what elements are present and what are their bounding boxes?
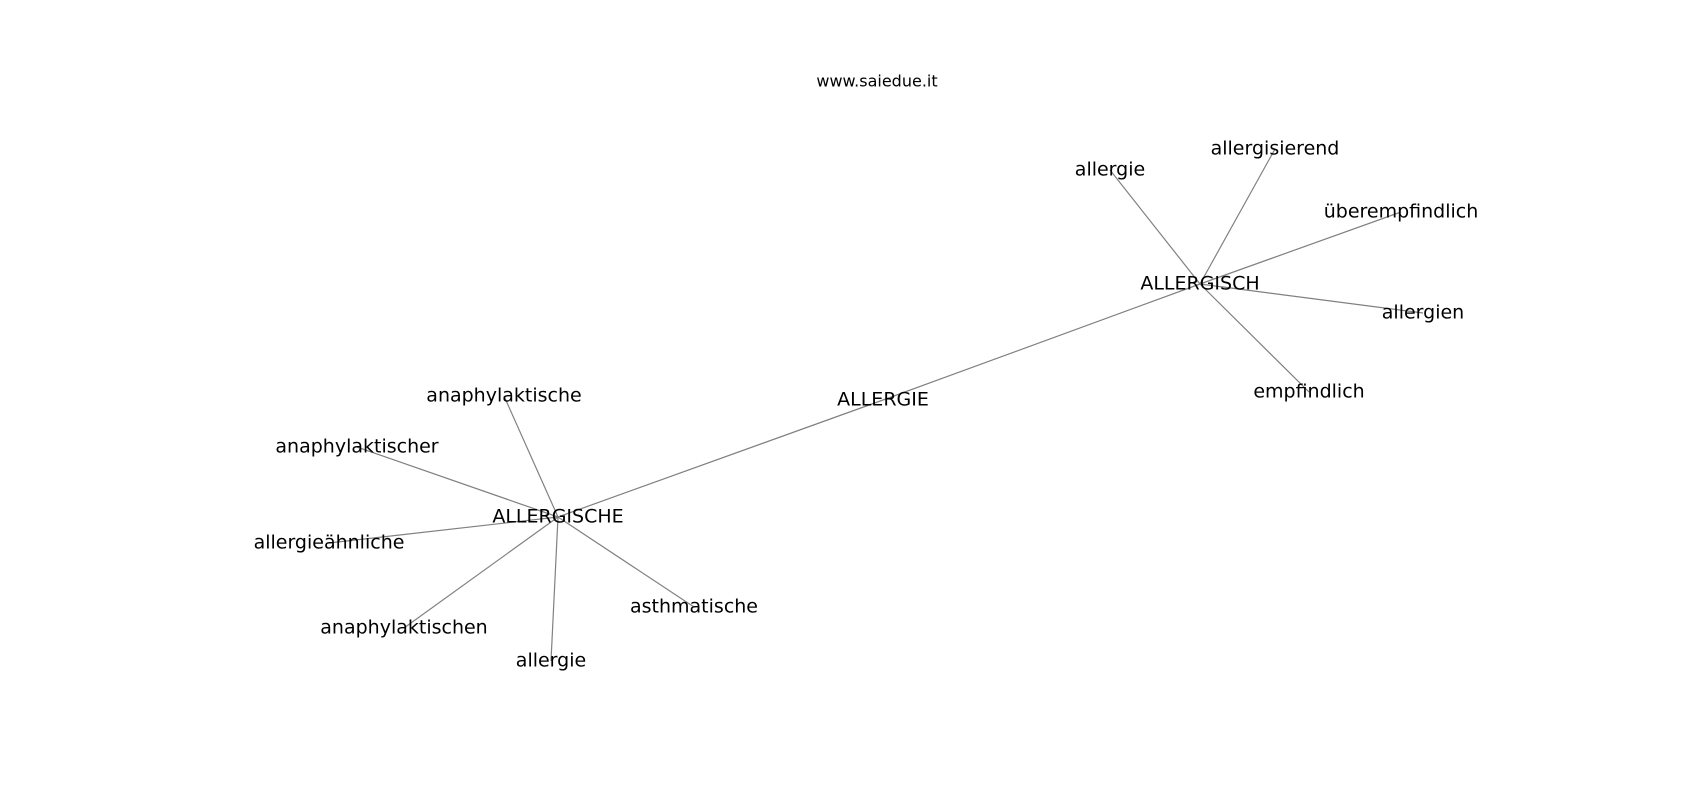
node-label-anaphylaktischen: anaphylaktischen [320,617,487,639]
node-label-allergieaehnliche: allergieähnliche [254,532,405,554]
edge-allergische-asthmatische [557,516,695,608]
node-label-asthmatische: asthmatische [630,596,758,618]
edge-allergische-anaphylaktischer [356,446,559,518]
node-label-allergien: allergien [1382,302,1464,324]
node-label-allergische: ALLERGISCHE [492,506,623,528]
watermark-text: www.saiedue.it [816,72,937,91]
node-label-ueberempfindlich: überempfindlich [1324,201,1479,223]
edge-allergisch-empfindlich [1199,283,1310,393]
graph-edges [328,148,1424,662]
edge-allergische-allergie_b [550,516,559,662]
edge-allergisch-allergisierend [1199,148,1276,285]
graph-node-labels: ALLERGIE ALLERGISCH ALLERGISCHE allergie all… [254,138,1479,672]
node-label-allergie_root: ALLERGIE [837,389,929,411]
edge-allergie_root-allergische [557,399,884,518]
node-label-allergisierend: allergisierend [1211,138,1340,160]
node-label-allergie_a: allergie [1075,159,1145,181]
edge-allergische-anaphylaktische [503,395,559,518]
node-label-empfindlich: empfindlich [1253,381,1364,403]
edge-allergische-anaphylaktischen [403,516,559,629]
edge-allergische-allergieaehnliche [328,516,559,544]
node-label-anaphylaktische: anaphylaktische [426,385,581,407]
node-label-anaphylaktischer: anaphylaktischer [275,436,438,458]
edge-allergisch-allergie_a [1109,169,1201,285]
edge-allergisch-allergien [1199,283,1424,314]
edge-allergisch-ueberempfindlich [1199,211,1402,285]
node-label-allergisch: ALLERGISCH [1140,273,1259,295]
node-label-allergie_b: allergie [516,650,586,672]
edge-allergie_root-allergisch [882,283,1201,401]
